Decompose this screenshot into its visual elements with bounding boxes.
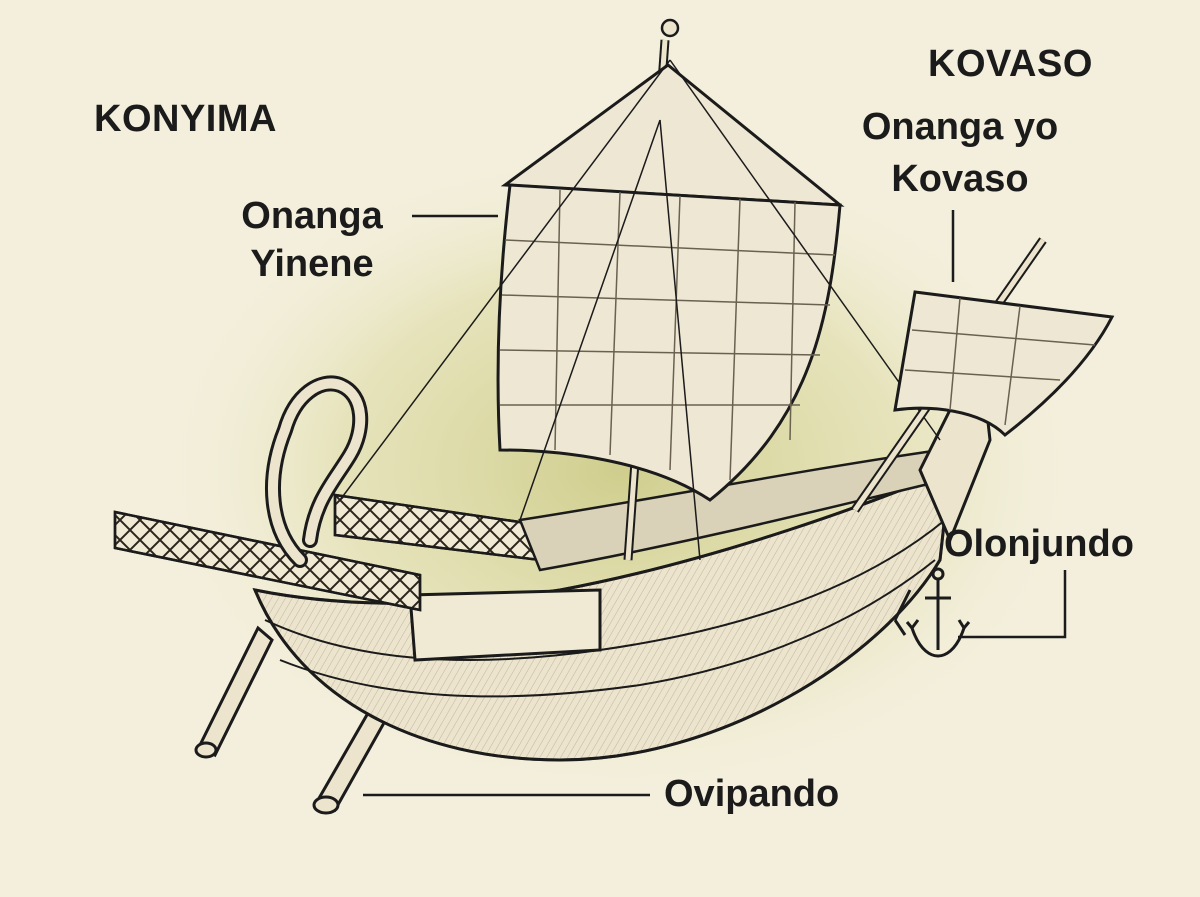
rigging [339, 59, 941, 561]
anchor-label: Olonjundo [944, 523, 1134, 565]
main-sail-label-line2: Yinene [250, 243, 374, 285]
stern-railing [113, 493, 542, 612]
stern-heading: KONYIMA [94, 98, 277, 140]
leader-anchor [958, 570, 1067, 639]
hull [252, 467, 952, 762]
fore-sail-label-line2: Kovaso [891, 158, 1029, 200]
main-sail-label: Onanga Yinene [222, 197, 402, 283]
fore-sail [893, 290, 1115, 437]
main-sail-label-line1: Onanga [241, 195, 383, 237]
mast-top [660, 18, 680, 38]
oars-label: Ovipando [664, 773, 840, 815]
leader-lines [363, 210, 1067, 797]
fore-sail-label-line1: Onanga yo [861, 106, 1059, 148]
bow-heading: KOVASO [928, 43, 1093, 85]
main-sail [496, 183, 842, 502]
fore-sail-label: Onanga yo Kovaso [840, 108, 1080, 198]
topsail [500, 63, 845, 207]
anchor [893, 567, 971, 658]
